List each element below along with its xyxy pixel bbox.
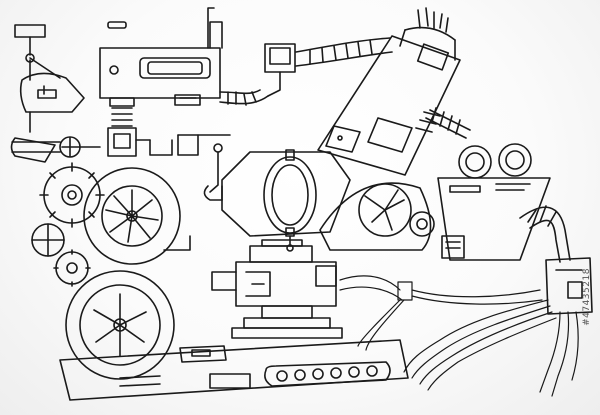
hanging-head-device	[14, 24, 85, 133]
small-clamp	[203, 185, 223, 201]
pivot-arm	[10, 136, 101, 163]
gear-left	[39, 162, 105, 228]
big-wheel	[65, 270, 175, 380]
gear-bottom	[53, 249, 91, 287]
half-fan	[319, 182, 435, 251]
right-console	[437, 143, 551, 261]
flex-hose-right	[519, 205, 571, 263]
flex-hose-arm	[295, 37, 393, 67]
cylinder-spring	[425, 107, 471, 139]
crosshair-dial	[31, 223, 65, 257]
box-machine	[99, 7, 223, 106]
spring-column	[107, 97, 151, 157]
stock-id-text: #47435218	[582, 268, 593, 326]
wire-loop	[339, 275, 543, 351]
fan-wheel	[83, 167, 191, 265]
stock-id-watermark: #47435218	[580, 222, 594, 372]
wire-bundle	[403, 299, 579, 397]
junction-box	[545, 257, 593, 315]
conveyor-track	[59, 339, 409, 401]
center-lens	[221, 149, 351, 252]
tilted-cylinder	[317, 7, 461, 176]
center-machine	[211, 239, 343, 339]
flex-hose-top	[219, 43, 296, 106]
bracket-pipe	[149, 134, 231, 193]
